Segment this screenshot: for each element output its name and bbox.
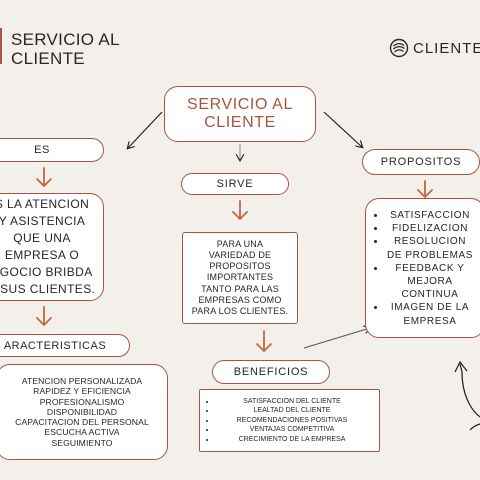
es-detail-line: EGOCIO BRIBDA (0, 265, 93, 279)
es-node: ES (0, 138, 104, 162)
es-detail-line: Y ASISTENCIA (0, 214, 86, 228)
connector-central-to-es (128, 111, 163, 148)
list-item: ESCUCHA ACTIVA (44, 427, 120, 438)
header-accent-bar (0, 28, 2, 64)
central-node-line-2: CLIENTE (204, 114, 276, 131)
arrow-sirve-down-icon (232, 200, 248, 220)
propositos-label: PROPOSITOS (380, 156, 462, 168)
page-title-line-1: SERVICIO AL (11, 30, 120, 49)
list-item: SATISFACCION DEL CLIENTE (216, 397, 368, 406)
list-item: RESOLUCION DE PROBLEMAS (386, 235, 474, 261)
es-detail-line: A SUS CLIENTES. (0, 282, 96, 296)
arrow-propositos-down-icon (417, 180, 433, 198)
sirve-detail-line: PROPOSITOS (209, 261, 271, 272)
list-item: CAPACITACION DEL PERSONAL (15, 417, 149, 428)
list-item: RAPIDEZ Y EFICIENCIA (33, 386, 131, 397)
sirve-detail-line: TANTO PARA LAS (201, 283, 279, 294)
brand: CLIENTES (389, 38, 480, 58)
arrow-es-down-icon (36, 167, 52, 187)
sirve-detail-box: PARA UNA VARIEDAD DE PROPOSITOS IMPORTAN… (182, 232, 298, 324)
es-detail-box: S LA ATENCION Y ASISTENCIA QUE UNA EMPRE… (0, 193, 104, 301)
sirve-detail-line: PARA LOS CLIENTES. (191, 306, 289, 316)
es-detail-line: EMPRESA O (4, 248, 80, 262)
propositos-node: PROPOSITOS (362, 149, 480, 175)
central-node: SERVICIO AL CLIENTE (164, 86, 316, 142)
arrow-sirve-detail-down-icon (256, 330, 272, 352)
list-item: IMAGEN DE LA EMPRESA (386, 301, 474, 327)
sirve-detail-line: PARA UNA (216, 238, 264, 249)
propositos-list: SATISFACCION FIDELIZACION RESOLUCION DE … (366, 209, 474, 328)
caracteristicas-node: ARACTERISTICAS (0, 334, 130, 357)
sirve-label: SIRVE (216, 178, 254, 190)
spiral-logo-icon (389, 38, 409, 58)
brand-name: CLIENTES (413, 39, 480, 57)
sirve-detail-line: IMPORTANTES (206, 272, 274, 283)
list-item: DISPONIBILIDAD (46, 406, 118, 417)
arrow-es-detail-down-icon (36, 306, 52, 326)
list-item: SATISFACCION (386, 209, 474, 222)
list-item: LEALTAD DEL CLIENTE (216, 406, 368, 415)
caracteristicas-label: ARACTERISTICAS (3, 339, 107, 352)
page-title: SERVICIO AL CLIENTE (11, 30, 120, 68)
es-detail-line: QUE UNA (13, 231, 71, 245)
list-item: FIDELIZACION (386, 222, 474, 235)
beneficios-list: SATISFACCION DEL CLIENTE LEALTAD DEL CLI… (200, 397, 368, 444)
list-item: ATENCION PERSONALIZADA (21, 375, 143, 386)
caracteristicas-detail-box: ATENCION PERSONALIZADA RAPIDEZ Y EFICIEN… (0, 364, 168, 460)
list-item: SEGUIMIENTO (51, 437, 113, 448)
beneficios-node: BENEFICIOS (212, 360, 330, 384)
page-title-line-2: CLIENTE (11, 49, 85, 68)
list-item: PROFESIONALISMO (39, 396, 125, 407)
curl-arrow-icon (459, 363, 480, 418)
es-label: ES (34, 144, 50, 156)
list-item: RECOMENDACIONES POSITIVAS (216, 416, 368, 425)
list-item: FEEDBACK Y MEJORA CONTINUA (386, 262, 474, 302)
central-node-line-1: SERVICIO AL (187, 96, 293, 113)
beneficios-detail-box: SATISFACCION DEL CLIENTE LEALTAD DEL CLI… (199, 389, 380, 452)
beneficios-label: BENEFICIOS (233, 366, 309, 378)
list-item: CRECIMIENTO DE LA EMPRESA (216, 435, 368, 444)
connector-beneficios-to-propositos (303, 328, 370, 349)
sirve-detail-line: EMPRESAS COMO (198, 294, 282, 305)
propositos-detail-box: SATISFACCION FIDELIZACION RESOLUCION DE … (365, 198, 480, 338)
list-item: VENTAJAS COMPETITIVA (216, 425, 368, 434)
connector-central-to-propositos (323, 111, 362, 147)
sirve-detail-line: VARIEDAD DE (208, 249, 272, 260)
sirve-node: SIRVE (181, 173, 289, 195)
es-detail-line: S LA ATENCION (0, 197, 90, 211)
